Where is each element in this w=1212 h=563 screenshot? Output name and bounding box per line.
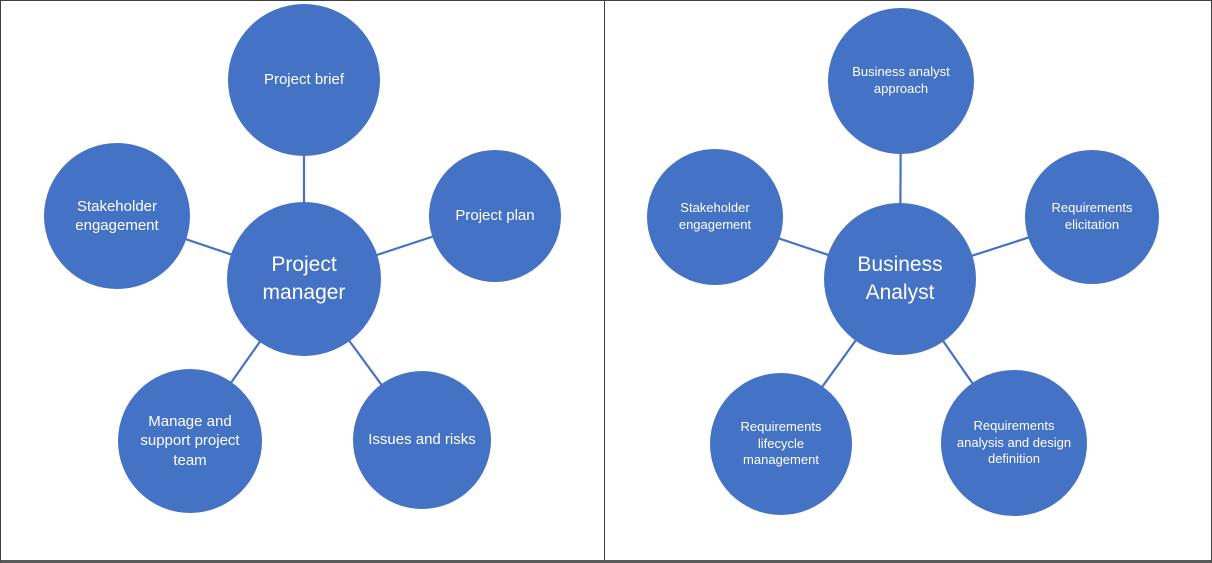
node-label: Project manager	[262, 252, 346, 304]
node-label: Business analyst approach	[852, 64, 950, 96]
node-business-analyst-approach: Business analyst approach	[828, 8, 974, 154]
node-issues-and-risks: Issues and risks	[353, 371, 491, 509]
node-label: Issues and risks	[368, 431, 476, 449]
node-requirements-elicitation: Requirements elicitation	[1025, 150, 1159, 284]
node-label: Stakeholder engagement	[678, 200, 752, 232]
node-project-manager-center: Project manager	[227, 202, 381, 356]
node-requirements-analysis-design-definition: Requirements analysis and design definit…	[941, 370, 1087, 516]
node-requirements-lifecycle-management: Requirements lifecycle management	[710, 373, 852, 515]
node-business-analyst-center: Business Analyst	[824, 203, 976, 355]
node-label: Requirements elicitation	[1051, 200, 1133, 232]
project-manager-panel: Project brief Project plan Stakeholder e…	[1, 1, 605, 560]
node-label: Project plan	[455, 207, 535, 225]
node-stakeholder-engagement: Stakeholder engagement	[647, 149, 783, 285]
node-label: Stakeholder engagement	[75, 197, 159, 235]
node-label: Requirements lifecycle management	[740, 418, 822, 468]
node-label: Manage and support project team	[140, 412, 240, 469]
node-label: Requirements analysis and design definit…	[956, 417, 1072, 467]
node-label: Business Analyst	[857, 252, 943, 304]
node-manage-support-project-team: Manage and support project team	[118, 369, 262, 513]
business-analyst-panel: Business analyst approach Requirements e…	[605, 1, 1211, 560]
node-project-plan: Project plan	[429, 150, 561, 282]
node-project-brief: Project brief	[228, 4, 380, 156]
node-stakeholder-engagement: Stakeholder engagement	[44, 143, 190, 289]
node-label: Project brief	[263, 71, 345, 89]
